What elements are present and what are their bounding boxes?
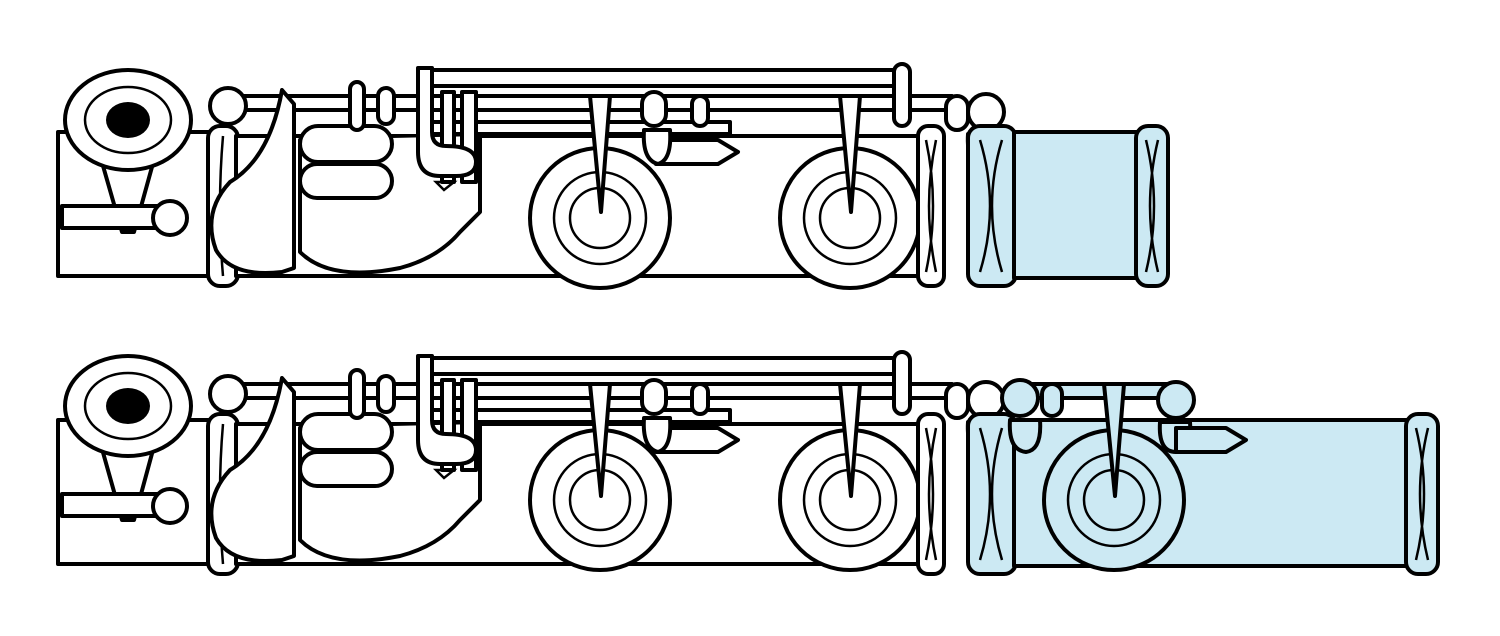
ring-key [528,382,672,572]
embouchure-hole [106,388,150,424]
low-b-key [1042,382,1186,572]
key-rod [430,68,904,88]
ring-key [528,94,672,290]
tenon-ring [916,412,946,576]
key-rod [430,356,904,376]
ring-key [778,382,922,572]
ring-key [778,94,922,290]
lip-plate [63,354,193,522]
tenon-ring [916,124,946,288]
left-hand-keys [208,66,482,275]
flute-b-footjoint [56,350,1440,576]
embouchure-hole [106,102,150,138]
flute-c-footjoint [56,62,1170,290]
foot-joint [966,124,1170,288]
left-hand-keys [208,354,482,563]
foot-joint [966,378,1440,576]
lip-plate [63,68,193,234]
